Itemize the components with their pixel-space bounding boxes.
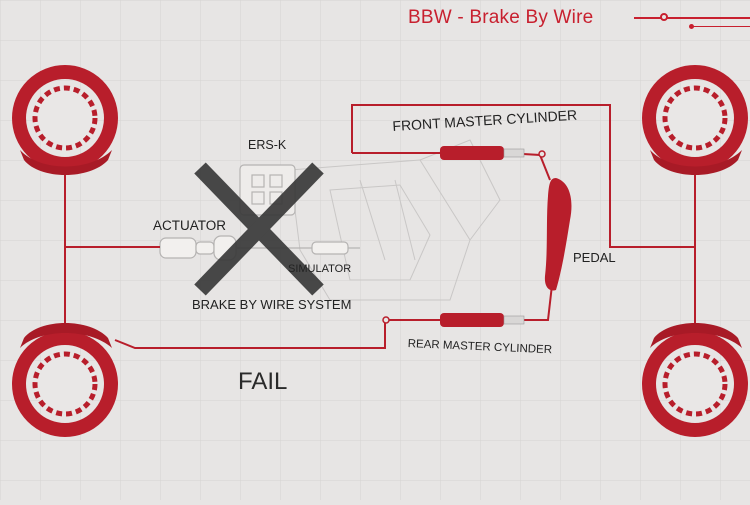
- label-fail: FAIL: [238, 368, 288, 395]
- front-master-cylinder: [440, 146, 546, 160]
- rear-master-cylinder: [382, 313, 525, 327]
- brake-disc-front-right: [642, 65, 748, 175]
- header-title: BBW - Brake By Wire: [408, 7, 594, 28]
- label-pedal: PEDAL: [573, 250, 616, 265]
- header-rule-dot: [660, 13, 668, 21]
- header-rule: [634, 17, 750, 19]
- brake-pedal-icon: [544, 178, 572, 291]
- header-rule-secondary-dot: [689, 24, 694, 29]
- brake-disc-rear-right: [642, 323, 748, 437]
- label-actuator: ACTUATOR: [153, 218, 227, 233]
- brake-caliper-icon: [650, 323, 742, 348]
- brake-caliper-icon: [20, 323, 112, 348]
- label-simulator: SIMULATOR: [288, 263, 352, 275]
- header-rule-secondary: [692, 26, 750, 27]
- brake-disc-rear-left: [12, 323, 118, 437]
- brake-caliper-icon: [650, 150, 742, 175]
- brake-disc-front-left: [12, 65, 118, 175]
- brake-caliper-icon: [20, 150, 112, 175]
- fail-cross-icon: [194, 162, 324, 296]
- actuator-unit: [159, 235, 360, 261]
- label-brake-by-wire-system: BRAKE BY WIRE SYSTEM: [192, 297, 352, 312]
- label-ers-k: ERS-K: [248, 138, 287, 152]
